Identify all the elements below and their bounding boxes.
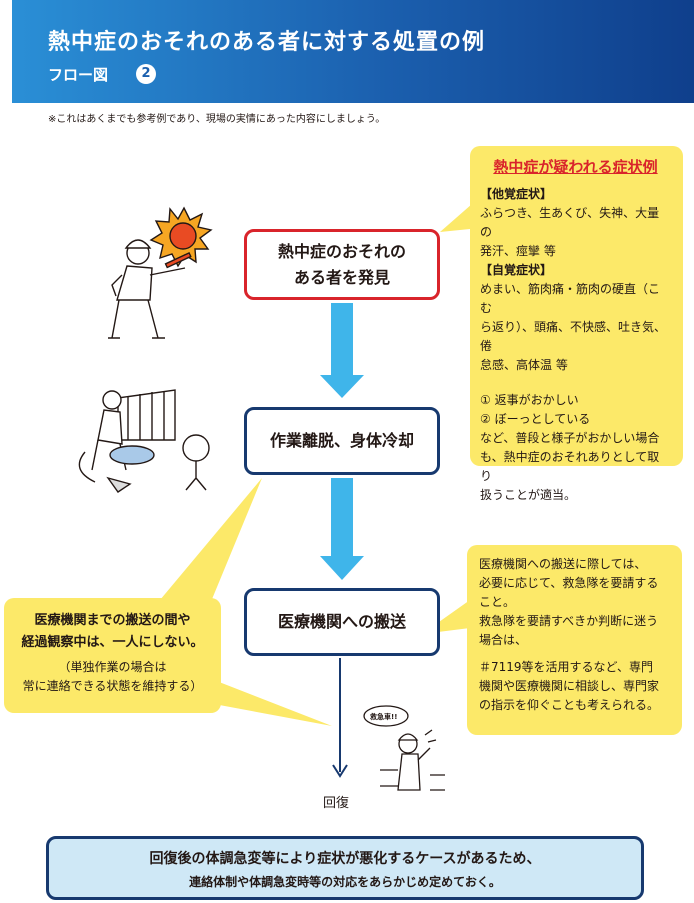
- step-discover-label: 熱中症のおそれの ある者を発見: [277, 241, 406, 287]
- subjective-heading: 【自覚症状】: [480, 263, 553, 277]
- flow-arrow-2: [320, 478, 364, 580]
- sun-icon: [149, 206, 213, 268]
- page-title: 熱中症のおそれのある者に対する処置の例: [48, 30, 486, 55]
- step-discover-box: 熱中症のおそれの ある者を発見: [244, 229, 440, 300]
- symptom-examples-card: 熱中症が疑われる症状例 【他覚症状】 ふらつき、生あくび、失神、大量の 発汗、痙…: [470, 146, 683, 502]
- recover-label: 回復: [323, 796, 350, 811]
- dizzy-worker-illustration: [108, 206, 213, 339]
- step-cool-box: 作業離脱、身体冷却: [244, 407, 440, 475]
- cooling-worker-illustration: [78, 389, 210, 493]
- objective-text: ふらつき、生あくび、失神、大量の 発汗、痙攣 等: [480, 206, 660, 258]
- do-not-leave-alone-card: 医療機関までの搬送の間や 経過観察中は、一人にしない。 （単独作業の場合は 常に…: [4, 598, 221, 713]
- bottom-line1: 回復後の体調急変等により症状が悪化するケースがあるため、: [149, 851, 541, 867]
- subjective-text: めまい、筋肉痛・筋肉の硬直（こむ ら返り）、頭痛、不快感、吐き気、倦 怠感、高体…: [480, 282, 667, 372]
- header-banner: [12, 0, 694, 103]
- ambulance-bubble-text: 救急車!!: [370, 712, 397, 721]
- reference-note: ※これはあくまでも参考例であり、現場の実情にあった内容にしましょう。: [48, 114, 386, 125]
- objective-heading: 【他覚症状】: [480, 187, 553, 201]
- step-cool-label: 作業離脱、身体冷却: [269, 431, 414, 450]
- transport-note-line2: 救急隊を要請すべきか判断に迷う 場合は、: [479, 614, 659, 647]
- page-subtitle: フロー図: [48, 66, 109, 84]
- transport-note-card: 医療機関への搬送に際しては、 必要に応じて、救急隊を要請する こと。 救急隊を要…: [467, 545, 682, 735]
- transport-note-line3: ＃7119等を活用するなど、専門 機関や医療機関に相談し、専門家 の指示を仰ぐこ…: [479, 660, 660, 712]
- symptom-title: 熱中症が疑われる症状例: [493, 158, 658, 176]
- alone-sub-text: （単独作業の場合は 常に連絡できる状態を維持する）: [22, 660, 203, 693]
- bottom-advice-box: 回復後の体調急変等により症状が悪化するケースがあるため、 連絡体制や体調急変時等…: [46, 836, 644, 900]
- ambulance-call-illustration: 救急車!!: [363, 705, 445, 791]
- bottom-line2: 連絡体制や体調急変時等の対応をあらかじめ定めておく。: [189, 875, 501, 889]
- flow-number-badge: 2: [136, 64, 156, 84]
- signs-text: ① 返事がおかしい ② ぼーっとしている など、普段と様子がおかしい場合 も、熱…: [480, 393, 660, 502]
- transport-note-line1: 医療機関への搬送に際しては、 必要に応じて、救急隊を要請する こと。: [479, 557, 659, 609]
- alone-main-text: 医療機関までの搬送の間や 経過観察中は、一人にしない。: [21, 613, 204, 650]
- flow-arrow-1: [320, 303, 364, 398]
- alone-callout-tail-upper: [160, 478, 262, 604]
- recover-arrowhead: [332, 764, 348, 778]
- step-transport-label: 医療機関への搬送: [277, 612, 406, 631]
- alone-callout-tail-lower: [214, 680, 332, 726]
- step-transport-box: 医療機関への搬送: [244, 588, 440, 656]
